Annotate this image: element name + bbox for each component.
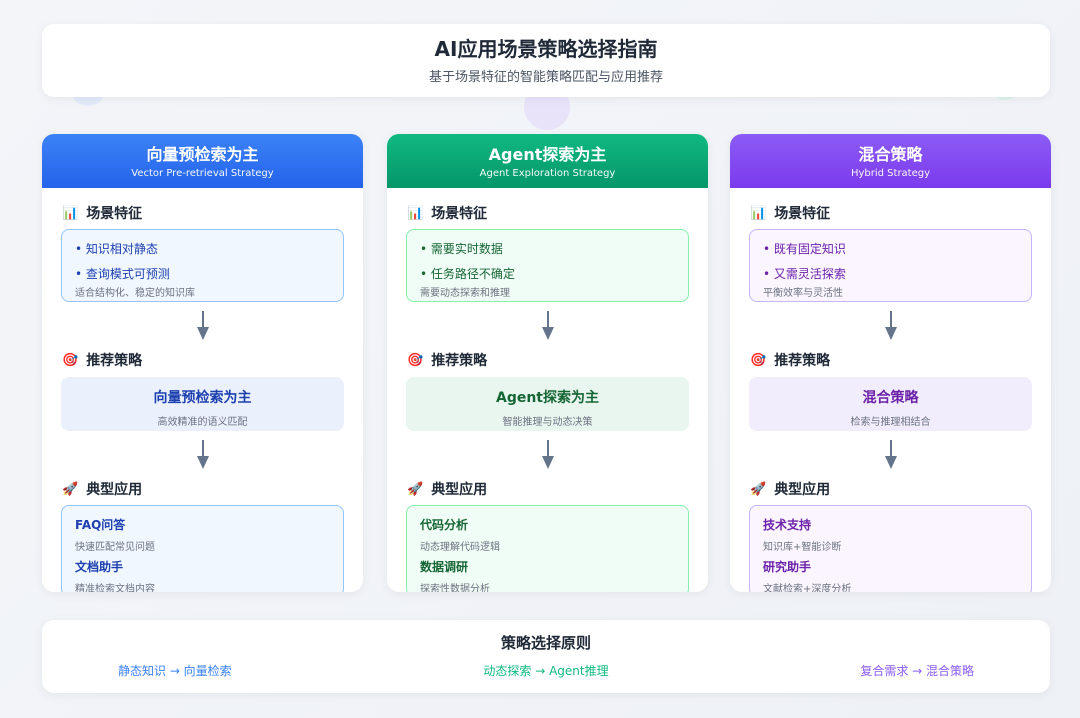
feature-text: 又需灵活探索	[773, 267, 846, 281]
feature-text: 需要实时数据	[430, 242, 503, 256]
arrow-down-icon	[42, 439, 363, 471]
column-title: 混合策略	[858, 145, 923, 164]
recommendation-desc: 高效精准的语义匹配	[157, 417, 248, 428]
section-label: 场景特征	[86, 206, 143, 222]
page-title: AI应用场景策略选择指南	[434, 37, 658, 61]
recommendation-title: 混合策略	[862, 390, 919, 406]
arrow-down-icon	[387, 310, 708, 342]
feature-item: • 又需灵活探索	[763, 267, 846, 281]
section-recommend-heading: 🎯 推荐策略	[750, 350, 1051, 370]
section-apps-heading: 🚀 典型应用	[407, 479, 708, 499]
target-icon: 🎯	[62, 352, 79, 368]
section-label: 推荐策略	[431, 353, 488, 369]
features-box: • 知识相对静态 • 查询模式可预测 适合结构化、稳定的知识库	[61, 229, 344, 302]
recommendation-box: 向量预检索为主 高效精准的语义匹配	[61, 377, 344, 431]
section-recommend-heading: 🎯 推荐策略	[62, 350, 363, 370]
applications-box: FAQ问答快速匹配常见问题文档助手精准检索文档内容	[61, 505, 344, 592]
bar-chart-icon: 📊	[62, 205, 79, 221]
arrow-down-icon	[387, 439, 708, 471]
feature-text: 查询模式可预测	[85, 267, 170, 281]
app-desc: 精准检索文档内容	[75, 584, 155, 592]
app-desc: 快速匹配常见问题	[75, 542, 155, 553]
section-apps-heading: 🚀 典型应用	[62, 479, 363, 499]
applications-box: 代码分析动态理解代码逻辑数据调研探索性数据分析	[406, 505, 689, 592]
section-features-heading: 📊 场景特征	[750, 203, 1051, 223]
strategy-column-agent: Agent探索为主 Agent Exploration Strategy 📊 场景…	[387, 134, 708, 592]
feature-item: • 需要实时数据	[420, 242, 503, 256]
features-box: • 需要实时数据 • 任务路径不确定 需要动态探索和推理	[406, 229, 689, 302]
principle-rule: 复合需求 → 混合策略	[860, 664, 974, 678]
section-label: 典型应用	[86, 482, 143, 498]
page-subtitle: 基于场景特征的智能策略匹配与应用推荐	[428, 70, 663, 85]
app-name: 代码分析	[420, 518, 469, 532]
app-name: 文档助手	[75, 560, 124, 574]
features-note: 需要动态探索和推理	[420, 288, 510, 299]
rocket-icon: 🚀	[407, 481, 424, 497]
section-apps-heading: 🚀 典型应用	[750, 479, 1051, 499]
principles-card: 策略选择原则 静态知识 → 向量检索 动态探索 → Agent推理 复合需求 → 混…	[42, 620, 1050, 693]
principles-title: 策略选择原则	[500, 634, 591, 652]
features-note: 适合结构化、稳定的知识库	[75, 288, 195, 299]
feature-text: 既有固定知识	[773, 242, 846, 256]
section-label: 场景特征	[774, 206, 831, 222]
feature-item: • 知识相对静态	[75, 242, 158, 256]
features-box: • 既有固定知识 • 又需灵活探索 平衡效率与灵活性	[749, 229, 1032, 302]
column-title: Agent探索为主	[488, 145, 607, 164]
features-note: 平衡效率与灵活性	[763, 288, 843, 299]
app-name: 研究助手	[763, 560, 812, 574]
principle-rule: 静态知识 → 向量检索	[118, 664, 232, 678]
app-name: 数据调研	[420, 560, 469, 574]
target-icon: 🎯	[750, 352, 767, 368]
target-icon: 🎯	[407, 352, 424, 368]
app-name: FAQ问答	[75, 518, 126, 532]
rocket-icon: 🚀	[750, 481, 767, 497]
app-desc: 探索性数据分析	[420, 584, 490, 592]
recommendation-title: Agent探索为主	[495, 390, 599, 406]
feature-text: 任务路径不确定	[430, 267, 515, 281]
header-card: AI应用场景策略选择指南 基于场景特征的智能策略匹配与应用推荐	[42, 24, 1050, 97]
strategy-column-vector: 向量预检索为主 Vector Pre-retrieval Strategy 📊 场…	[42, 134, 363, 592]
applications-box: 技术支持知识库+智能诊断研究助手文献检索+深度分析	[749, 505, 1032, 592]
recommendation-desc: 检索与推理相结合	[850, 417, 931, 428]
column-header: 混合策略 Hybrid Strategy	[730, 134, 1051, 188]
arrow-down-icon	[42, 310, 363, 342]
app-name: 技术支持	[763, 518, 812, 532]
recommendation-desc: 智能推理与动态决策	[502, 417, 593, 428]
feature-item: • 任务路径不确定	[420, 267, 515, 281]
arrow-down-icon	[730, 310, 1051, 342]
feature-text: 知识相对静态	[85, 242, 158, 256]
feature-item: • 既有固定知识	[763, 242, 846, 256]
app-desc: 文献检索+深度分析	[763, 584, 852, 592]
column-title: 向量预检索为主	[146, 145, 259, 164]
feature-item: • 查询模式可预测	[75, 267, 170, 281]
section-features-heading: 📊 场景特征	[407, 203, 708, 223]
recommendation-title: 向量预检索为主	[153, 390, 252, 406]
column-subtitle: Agent Exploration Strategy	[479, 168, 616, 179]
app-desc: 知识库+智能诊断	[763, 542, 842, 553]
bar-chart-icon: 📊	[750, 205, 767, 221]
section-label: 场景特征	[431, 206, 488, 222]
section-recommend-heading: 🎯 推荐策略	[407, 350, 708, 370]
section-features-heading: 📊 场景特征	[62, 203, 363, 223]
strategy-column-hybrid: 混合策略 Hybrid Strategy 📊 场景特征 • 既有固定知识 • 又需灵…	[730, 134, 1051, 592]
column-subtitle: Hybrid Strategy	[850, 168, 931, 179]
rocket-icon: 🚀	[62, 481, 79, 497]
section-label: 典型应用	[431, 482, 488, 498]
principle-rule: 动态探索 → Agent推理	[483, 664, 609, 678]
arrow-down-icon	[730, 439, 1051, 471]
column-header: 向量预检索为主 Vector Pre-retrieval Strategy	[42, 134, 363, 188]
section-label: 典型应用	[774, 482, 831, 498]
section-label: 推荐策略	[86, 353, 143, 369]
column-header: Agent探索为主 Agent Exploration Strategy	[387, 134, 708, 188]
section-label: 推荐策略	[774, 353, 831, 369]
recommendation-box: Agent探索为主 智能推理与动态决策	[406, 377, 689, 431]
app-desc: 动态理解代码逻辑	[420, 542, 500, 553]
column-subtitle: Vector Pre-retrieval Strategy	[131, 168, 274, 179]
bar-chart-icon: 📊	[407, 205, 424, 221]
recommendation-box: 混合策略 检索与推理相结合	[749, 377, 1032, 431]
